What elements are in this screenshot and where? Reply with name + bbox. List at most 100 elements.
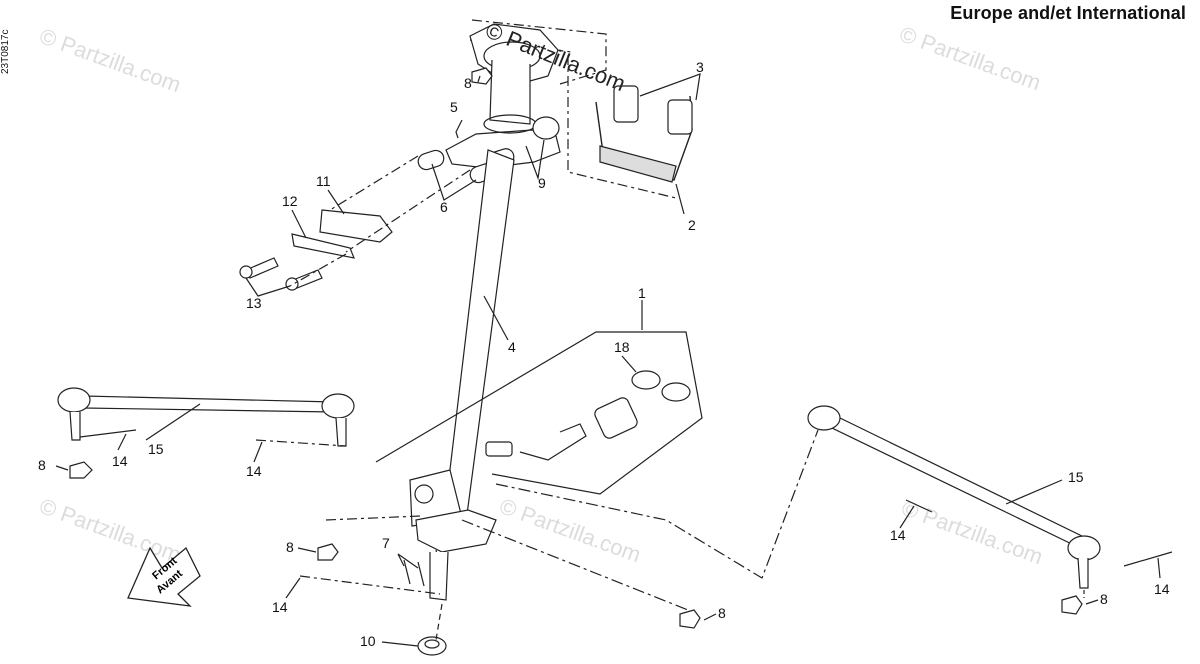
leader-5 xyxy=(455,119,463,139)
callout-5: 5 xyxy=(450,99,458,115)
callout-9: 9 xyxy=(538,175,546,191)
tie-rod-left xyxy=(83,395,335,413)
leader-3 xyxy=(639,73,701,101)
key-1 xyxy=(631,370,661,390)
callout-15-left: 15 xyxy=(148,441,164,457)
leader-14-bottom xyxy=(285,577,301,599)
nut-8-far-right xyxy=(1061,595,1083,615)
leader-8-left xyxy=(55,465,69,471)
callout-8-far-right: 8 xyxy=(1100,591,1108,607)
callout-8-right: 8 xyxy=(718,605,726,621)
pin-14-right xyxy=(1123,551,1173,567)
bolt-head-lower xyxy=(285,277,299,291)
watermark-bottom-center: © Partzilla.com xyxy=(496,493,644,567)
watermark-bottom-left: © Partzilla.com xyxy=(36,493,184,567)
align-line-nut xyxy=(325,515,421,521)
callout-12: 12 xyxy=(282,193,298,209)
lower-bushing xyxy=(414,484,434,504)
callout-1: 1 xyxy=(638,285,646,301)
leader-14-left-b xyxy=(253,441,263,463)
callout-8-center: 8 xyxy=(286,539,294,555)
leader-10 xyxy=(381,641,419,647)
callout-2: 2 xyxy=(688,217,696,233)
leader-18 xyxy=(621,355,637,373)
steering-column xyxy=(443,149,515,523)
outline-upper xyxy=(471,19,607,85)
callout-14-left: 14 xyxy=(112,453,128,469)
leader-8-center xyxy=(297,547,317,553)
leader-11 xyxy=(327,189,345,215)
watermark-top-right: © Partzilla.com xyxy=(896,21,1044,95)
leader-14-mid xyxy=(899,505,915,529)
callout-numbers: 1 2 3 4 5 6 7 8 8 8 8 8 9 10 11 12 13 14… xyxy=(38,59,1170,649)
bottom-nut-hole xyxy=(424,639,440,649)
callout-15-right: 15 xyxy=(1068,469,1084,485)
cotter-pin-b xyxy=(417,561,425,587)
clip-right xyxy=(667,99,693,135)
plate-11 xyxy=(319,209,393,243)
align-line-nut-right xyxy=(461,519,689,611)
leader-15-left xyxy=(145,403,201,441)
align-line-bottom xyxy=(435,603,443,641)
leader-6 xyxy=(431,163,477,201)
steering-arm xyxy=(415,509,497,553)
switch-connector xyxy=(485,441,513,457)
callout-6: 6 xyxy=(440,199,448,215)
faint-watermarks: © Partzilla.com © Partzilla.com © Partzi… xyxy=(36,21,1046,569)
align-line-2 xyxy=(345,169,471,253)
callout-8-top: 8 xyxy=(464,75,472,91)
leader-15-right xyxy=(1005,479,1063,505)
pivot-post xyxy=(429,551,449,601)
tie-rod-end-left-a xyxy=(57,387,91,413)
switch-cable xyxy=(519,423,587,461)
ball-stud-left-a xyxy=(69,411,81,441)
tie-rod-end-right-b xyxy=(1067,535,1101,561)
leader-14-left xyxy=(117,433,127,451)
tie-rod-end-right-a xyxy=(807,405,841,431)
plate-12 xyxy=(291,233,355,259)
leader-4 xyxy=(483,295,509,341)
key-2 xyxy=(661,382,691,402)
leader-9 xyxy=(525,139,545,181)
leader-14-right xyxy=(1157,557,1161,579)
leader-7 xyxy=(397,553,419,569)
callout-14-left-b: 14 xyxy=(246,463,262,479)
leader-8-top xyxy=(477,75,481,83)
callout-7: 7 xyxy=(382,535,390,551)
leader-2 xyxy=(675,183,685,215)
diagram-title: Europe and/et International xyxy=(950,3,1186,23)
pin-14-left xyxy=(79,429,137,438)
callout-4: 4 xyxy=(508,339,516,355)
bracket-strap xyxy=(599,145,677,183)
diagram-linework xyxy=(55,19,1173,656)
ignition-switch xyxy=(594,397,638,439)
bushing-left xyxy=(417,149,445,171)
pin-14-left-b-line xyxy=(255,439,347,447)
callout-8-left: 8 xyxy=(38,457,46,473)
cotter-pin-a xyxy=(403,559,411,585)
leader-13 xyxy=(245,277,291,297)
align-line-1 xyxy=(329,155,419,211)
callout-13: 13 xyxy=(246,295,262,311)
leader-8-right xyxy=(703,613,717,621)
align-line-right xyxy=(495,429,819,579)
callout-14-right: 14 xyxy=(1154,581,1170,597)
tie-rod-end-left-b xyxy=(321,393,355,419)
leader-8-far-right xyxy=(1085,599,1099,605)
clamp-ear xyxy=(532,116,560,140)
watermark-top-left: © Partzilla.com xyxy=(36,23,184,97)
callout-18: 18 xyxy=(614,339,630,355)
leader-12 xyxy=(291,209,307,239)
nut-8-top xyxy=(471,67,493,85)
front-arrow-shape xyxy=(127,546,201,607)
outline-bracket xyxy=(567,55,677,199)
nut-8-left xyxy=(69,461,93,479)
callout-11: 11 xyxy=(316,173,331,189)
callout-14-bottom: 14 xyxy=(272,599,288,615)
bolt-head-upper xyxy=(239,265,253,279)
nut-8-right xyxy=(679,609,701,629)
switch-outline xyxy=(375,331,703,495)
callout-10: 10 xyxy=(360,633,376,649)
clip-left xyxy=(613,85,639,123)
